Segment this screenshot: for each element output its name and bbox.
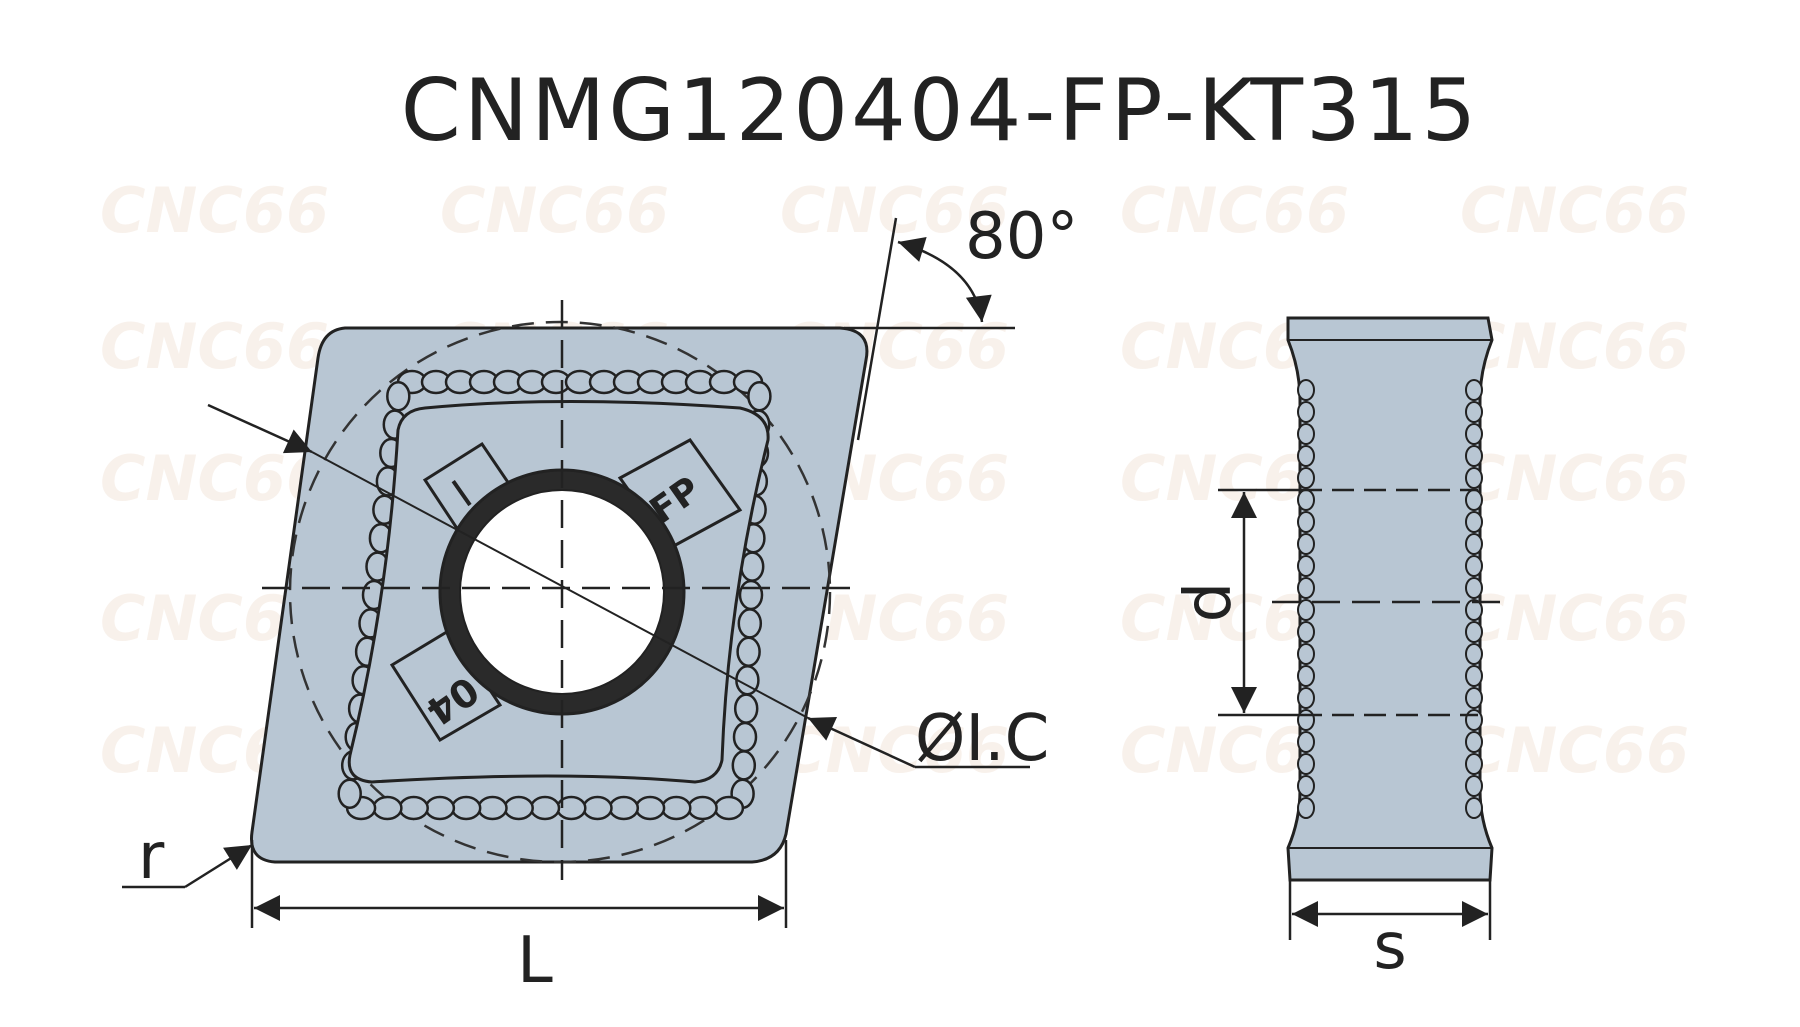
- side-bump: [1465, 379, 1483, 401]
- side-bump: [1465, 775, 1483, 797]
- part-number-title: CNMG120404-FP-KT315: [401, 61, 1479, 161]
- inscribed-circle: [288, 320, 832, 864]
- chipbreaker-bump: [732, 721, 758, 753]
- watermark-text: CNC66: [1460, 582, 1689, 655]
- side-bump: [1465, 643, 1483, 665]
- side-bump: [1297, 511, 1315, 533]
- ic-dimension: ØI.C: [207, 403, 1049, 776]
- side-bump: [1297, 401, 1315, 423]
- angle-dimension: 80°: [844, 200, 1078, 441]
- watermark-text: CNC66: [100, 310, 329, 383]
- side-bump: [1465, 533, 1483, 555]
- side-bump: [1465, 621, 1483, 643]
- side-bump: [1297, 599, 1315, 621]
- side-bump: [1465, 511, 1483, 533]
- side-bump: [1297, 577, 1315, 599]
- watermark-text: CNC66: [440, 174, 669, 247]
- side-bump: [1297, 489, 1315, 511]
- chipbreaker-bump: [529, 795, 561, 821]
- chipbreaker-bump: [503, 795, 534, 821]
- side-bump: [1465, 555, 1483, 577]
- side-bump: [1297, 467, 1315, 489]
- side-bump: [1297, 555, 1315, 577]
- side-chipbreaker: [1297, 379, 1483, 819]
- chipbreaker-bump: [386, 380, 411, 412]
- chipbreaker-bump: [424, 795, 456, 821]
- chipbreaker-bump: [450, 795, 482, 821]
- watermark-text: CNC66: [100, 442, 329, 515]
- chipbreaker-bump: [747, 380, 772, 412]
- length-dimension: L: [250, 840, 788, 998]
- chipbreaker-bump: [337, 778, 362, 810]
- chipbreaker-bump: [398, 795, 429, 821]
- watermark-text: CNC66: [1460, 714, 1689, 787]
- side-bump: [1465, 665, 1483, 687]
- side-bump: [1465, 731, 1483, 753]
- watermark-text: CNC66: [1120, 174, 1349, 247]
- chipbreaker-bump: [661, 795, 692, 821]
- hole-diameter-dimension: d: [1172, 488, 1300, 717]
- side-bump: [1297, 643, 1315, 665]
- watermark-text: CNC66: [780, 174, 1009, 247]
- side-bump: [1465, 577, 1483, 599]
- side-bump: [1297, 753, 1315, 775]
- insert-side-view: [1272, 316, 1508, 882]
- side-bump: [1465, 709, 1483, 731]
- insert-front-view: FP I 04: [249, 300, 869, 880]
- side-bump: [1297, 445, 1315, 467]
- side-bump: [1465, 489, 1483, 511]
- side-bump: [1465, 797, 1483, 819]
- chipbreaker-bump: [608, 795, 640, 821]
- side-bump: [1465, 599, 1483, 621]
- chipbreaker-bump: [733, 693, 759, 724]
- side-bump: [1465, 687, 1483, 709]
- hole-diameter-label: d: [1172, 582, 1246, 623]
- length-label: L: [517, 924, 553, 998]
- side-bump: [1297, 533, 1315, 555]
- side-bump: [1465, 467, 1483, 489]
- fp-mark-tab: FP: [617, 438, 743, 550]
- side-bump: [1297, 423, 1315, 445]
- side-bump: [1465, 401, 1483, 423]
- side-bump: [1297, 709, 1315, 731]
- chipbreaker-bump: [634, 795, 666, 821]
- radius-dimension: r: [122, 820, 253, 894]
- side-bump: [1465, 753, 1483, 775]
- side-bump: [1297, 775, 1315, 797]
- side-bump: [1297, 379, 1315, 401]
- watermark-text: CNC66: [1460, 310, 1689, 383]
- side-outline: [1286, 316, 1494, 882]
- chipbreaker-bump: [687, 795, 718, 821]
- watermark-text: CNC66: [100, 174, 329, 247]
- side-bump: [1297, 797, 1315, 819]
- thickness-dimension: s: [1288, 880, 1492, 984]
- chipbreaker-bump: [713, 795, 745, 821]
- radius-label: r: [138, 820, 165, 894]
- side-bump: [1297, 731, 1315, 753]
- ic-label: ØI.C: [915, 702, 1049, 776]
- chipbreaker-bump: [372, 795, 403, 821]
- side-bump: [1465, 423, 1483, 445]
- side-bump: [1297, 687, 1315, 709]
- thickness-label: s: [1373, 910, 1406, 984]
- side-bump: [1297, 665, 1315, 687]
- side-bump: [1297, 621, 1315, 643]
- side-bump: [1465, 445, 1483, 467]
- watermark-text: CNC66: [1460, 174, 1689, 247]
- watermark-text: CNC66: [1460, 442, 1689, 515]
- chipbreaker-bump: [736, 636, 761, 668]
- angle-label: 80°: [965, 200, 1078, 274]
- chipbreaker-bump: [731, 750, 757, 781]
- chipbreaker-bump: [737, 608, 763, 639]
- chipbreaker-bump: [738, 579, 764, 611]
- chipbreaker-bump: [477, 795, 508, 821]
- chipbreaker-bump: [582, 795, 613, 821]
